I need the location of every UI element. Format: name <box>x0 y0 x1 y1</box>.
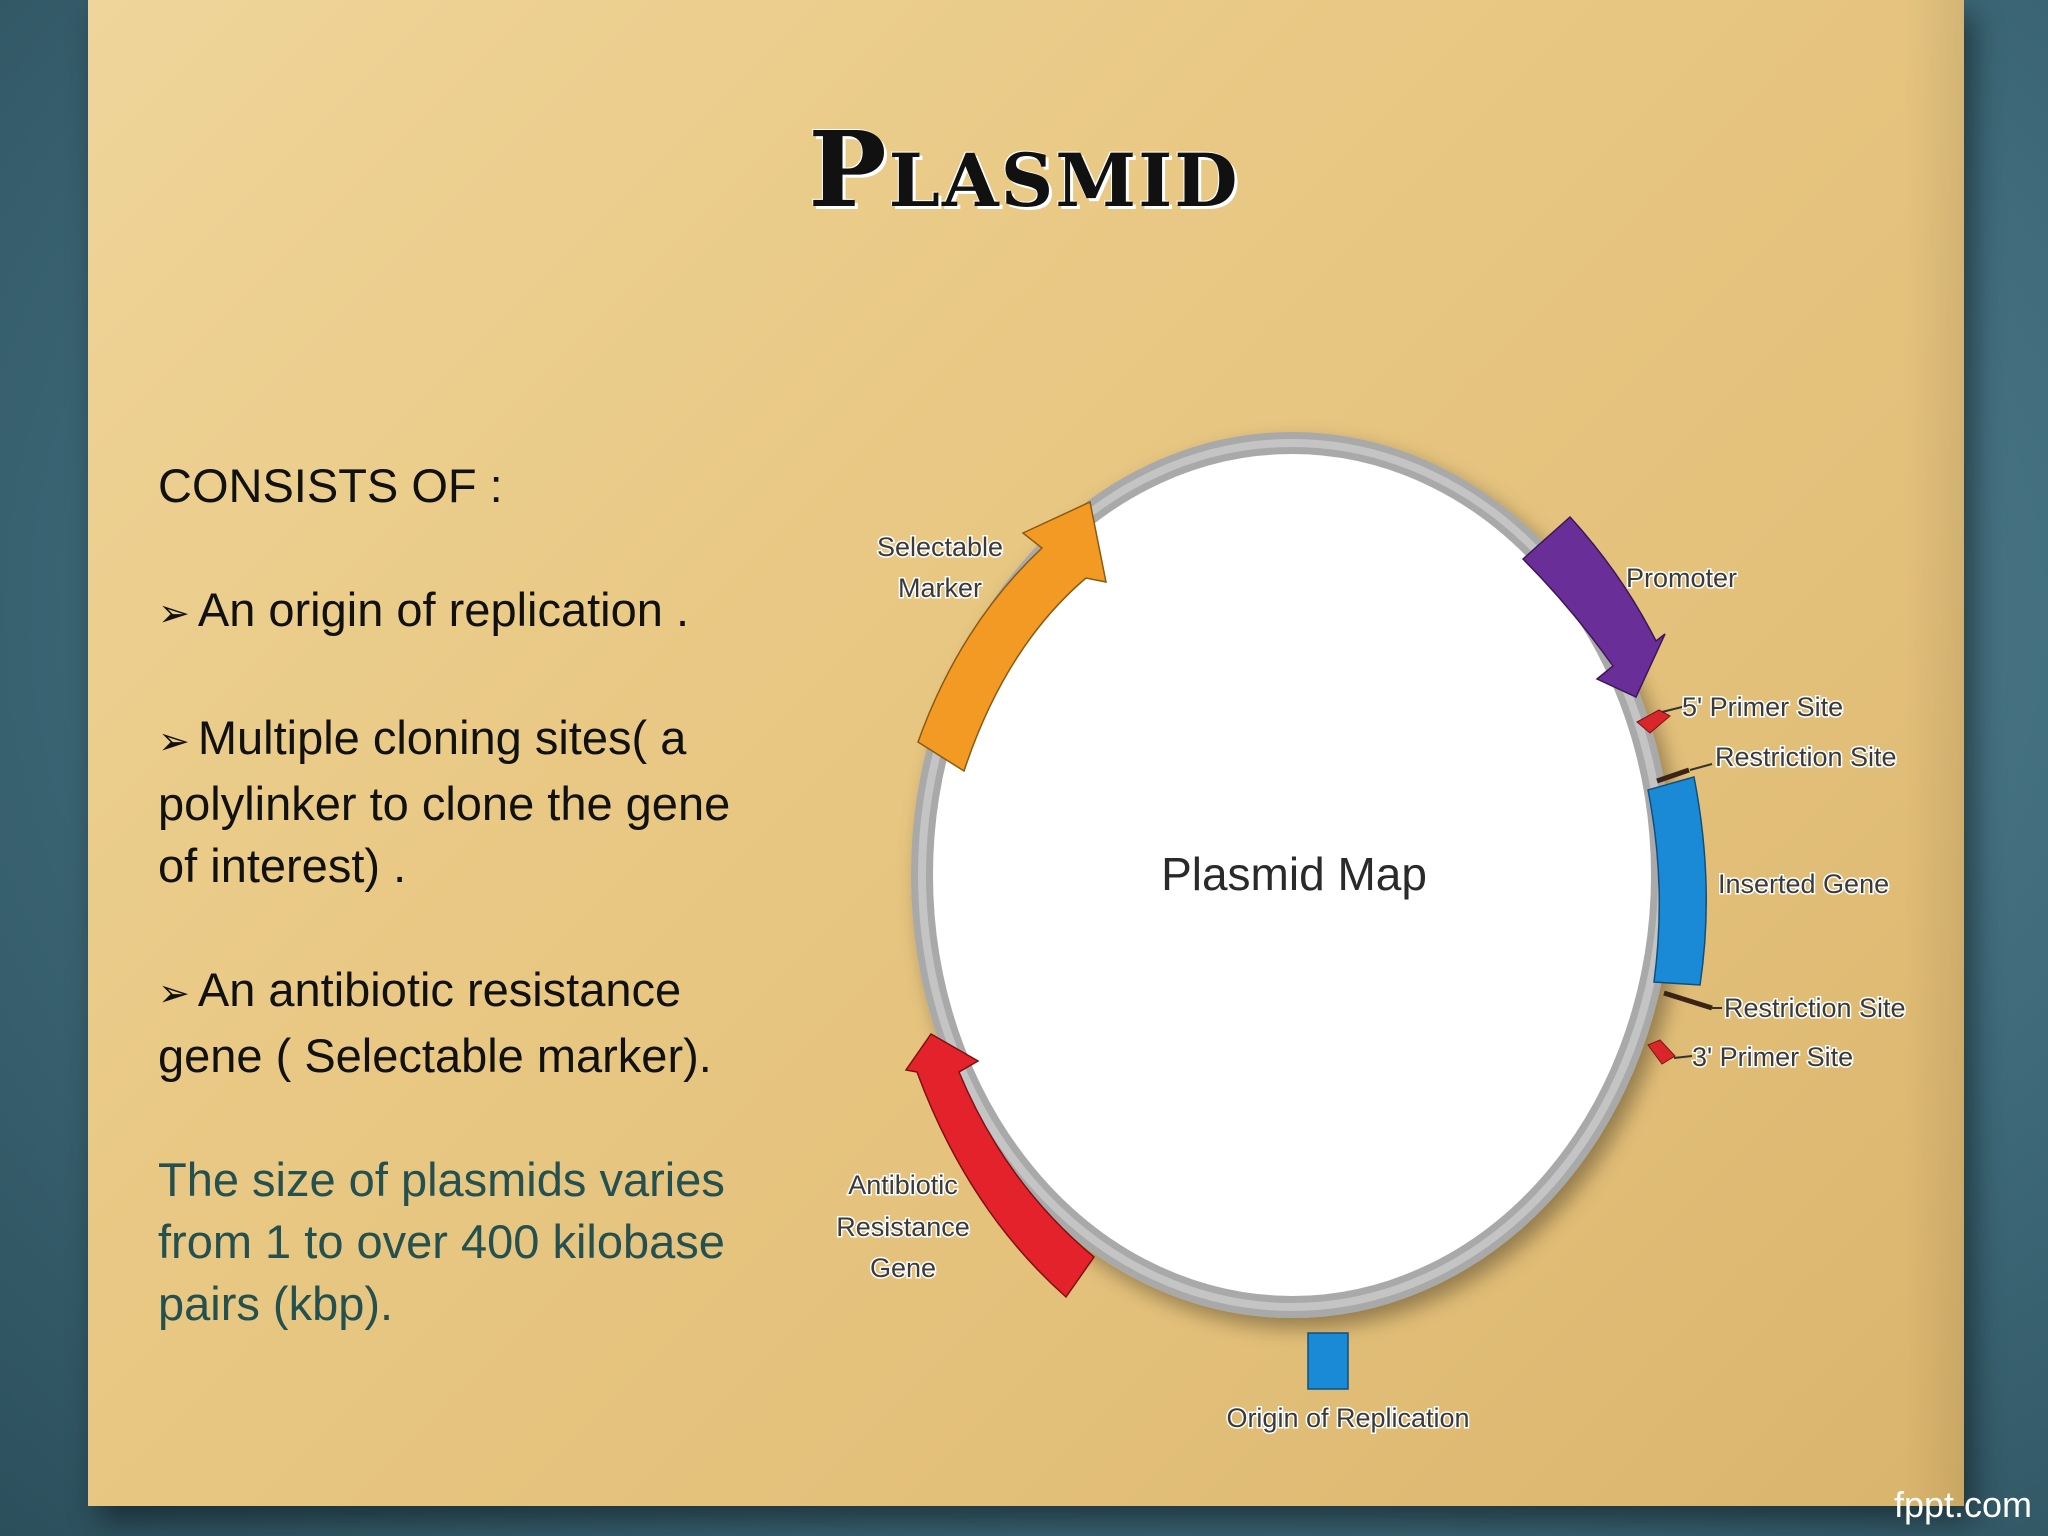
primer-3-marker <box>1647 1039 1676 1065</box>
arrowhead-bullet-icon: ➢ <box>158 721 190 763</box>
restriction-1-leader <box>1689 763 1713 771</box>
plasmid-map-center-label: Plasmid Map <box>1161 848 1427 900</box>
restriction-site-1-marker <box>1656 767 1690 784</box>
label-primer-3: 3' Primer Site <box>1692 1042 1853 1072</box>
primer-3-leader <box>1673 1055 1693 1059</box>
label-antibiotic-3: Gene <box>870 1253 936 1283</box>
label-restriction-1: Restriction Site <box>1715 742 1897 772</box>
fppt-logo: fppt.com <box>1893 1484 2032 1525</box>
promoter-arrow <box>1521 515 1666 698</box>
label-selectable-2: Marker <box>898 573 982 603</box>
origin-of-replication-block <box>1307 1332 1349 1390</box>
bullet-2: ➢Multiple cloning sites( a <box>158 711 687 764</box>
size-note-line-1: The size of plasmids varies <box>158 1153 725 1206</box>
label-antibiotic-2: Resistance <box>836 1212 970 1242</box>
primer-5-leader <box>1661 705 1687 713</box>
size-note-line-2: from 1 to over 400 kilobase <box>158 1215 725 1268</box>
content-text: CONSISTS OF : ➢An origin of replication … <box>158 455 798 1335</box>
bullet-2-line-3: of interest) . <box>158 839 407 892</box>
slide-title: Plasmid <box>808 108 1240 231</box>
label-origin: Origin of Replication <box>1226 1403 1469 1433</box>
primer-5-marker <box>1636 709 1671 734</box>
label-restriction-2: Restriction Site <box>1724 993 1906 1023</box>
restriction-site-2-marker <box>1663 990 1713 1011</box>
bullet-3: ➢An antibiotic resistance <box>158 963 682 1016</box>
label-promoter: Promoter <box>1626 563 1737 593</box>
label-selectable-1: Selectable <box>877 532 1003 562</box>
selectable-marker-arrow <box>917 500 1107 773</box>
label-primer-5: 5' Primer Site <box>1682 692 1843 722</box>
bullet-2-line-2: polylinker to clone the gene <box>158 777 731 830</box>
heading: CONSISTS OF : <box>158 459 503 512</box>
arrowhead-bullet-icon: ➢ <box>158 973 190 1015</box>
label-inserted-gene: Inserted Gene <box>1718 869 1889 899</box>
antibiotic-resistance-arrow <box>904 1033 1096 1299</box>
size-note-line-3: pairs (kbp). <box>158 1277 394 1330</box>
arrowhead-bullet-icon: ➢ <box>158 593 190 635</box>
label-antibiotic-1: Antibiotic <box>848 1170 958 1200</box>
bullet-1: ➢An origin of replication . <box>158 583 690 636</box>
bullet-3-line-2: gene ( Selectable marker). <box>158 1029 712 1082</box>
inserted-gene-block <box>1647 776 1707 986</box>
